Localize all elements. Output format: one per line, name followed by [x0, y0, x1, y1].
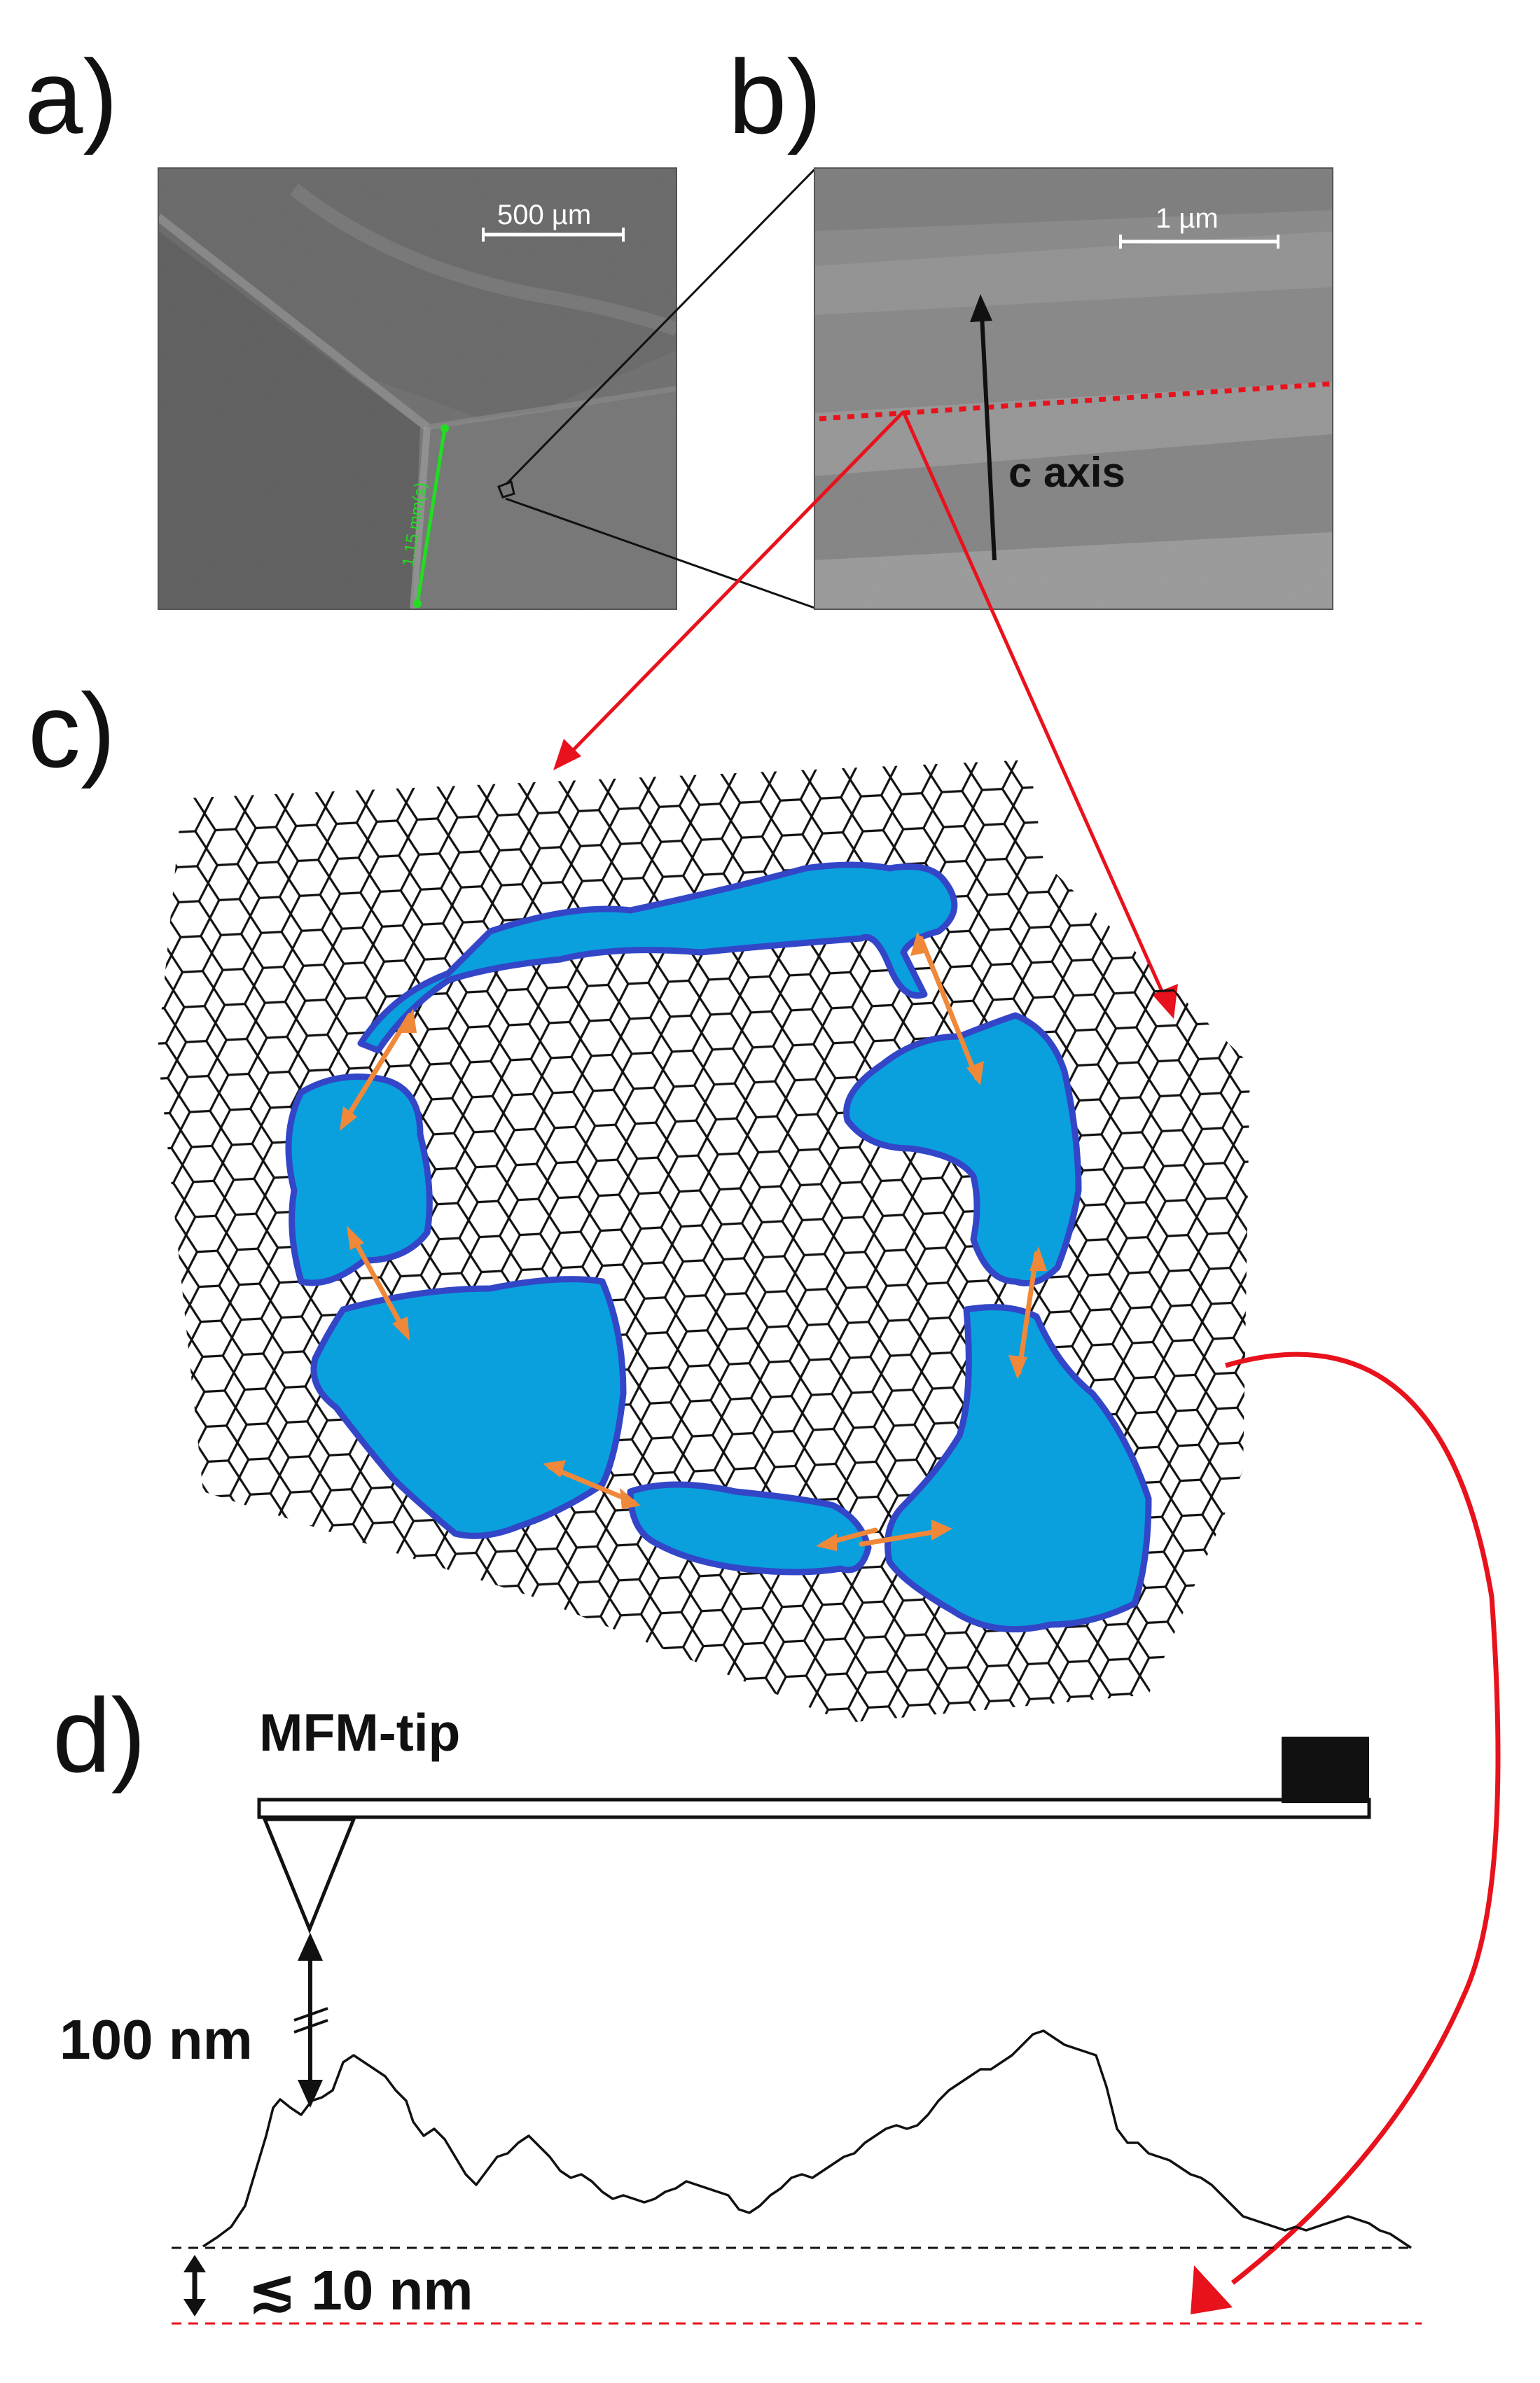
grain-right-lower — [885, 1304, 1152, 1633]
c-axis-label: c axis — [1008, 449, 1125, 496]
panel-b-label: b) — [728, 38, 821, 155]
pointer-arrows-b-to-c — [559, 410, 1172, 1010]
panel-a-label: a) — [25, 38, 118, 155]
pointer-arrow-c-to-d — [1225, 1352, 1501, 2285]
grain-left-upper — [285, 1074, 433, 1286]
mfm-tip-label: MFM-tip — [259, 1703, 460, 1762]
panel-d-label: d) — [53, 1676, 146, 1794]
scale-bar-a-label: 500 µm — [497, 200, 591, 230]
measurement-line — [415, 428, 447, 604]
cantilever — [257, 1737, 1371, 1934]
mfm-tip — [262, 1817, 356, 1934]
josephson-arrowheads — [340, 931, 1047, 1551]
grain-bottom-middle — [627, 1481, 872, 1576]
grain-right-upper — [843, 1012, 1082, 1286]
panel-c-label: c) — [28, 672, 116, 789]
cantilever-chip — [1282, 1737, 1369, 1803]
superconducting-grains — [285, 861, 1152, 1633]
roughness-label: ≲ 10 nm — [249, 2259, 473, 2321]
sem-image-b — [814, 168, 1333, 609]
zoom-line-bottom — [505, 497, 815, 609]
c-axis-arrow — [980, 314, 997, 561]
distance-label: 100 nm — [60, 2008, 253, 2071]
scale-bar-b-label: 1 µm — [1156, 203, 1219, 234]
surface-profile — [202, 2029, 1412, 2249]
zoom-line-top — [504, 168, 816, 486]
grain-left-lower — [310, 1276, 627, 1539]
grain-top-bar — [357, 861, 958, 1054]
sem-image-a — [158, 168, 677, 609]
pointer-arrowhead-d — [1191, 2265, 1233, 2314]
